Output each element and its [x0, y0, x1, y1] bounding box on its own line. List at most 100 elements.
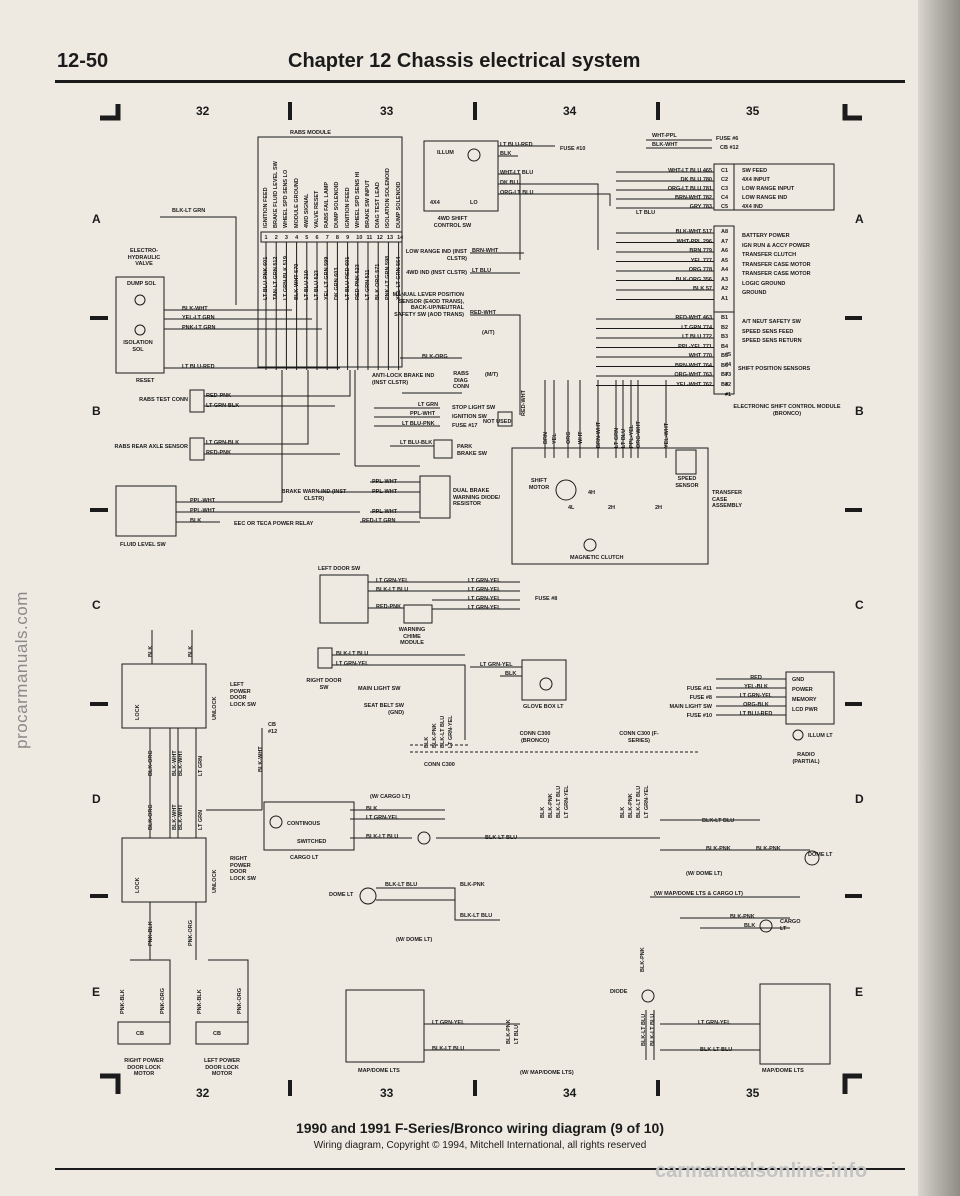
dome-wire-3: BLK-LT BLU	[460, 913, 493, 919]
c-pin-3: C3	[721, 186, 729, 192]
cargo-wire-2: LT GRN-YEL	[366, 815, 399, 821]
c300-wires-4: LT GRN-YEL	[448, 715, 454, 748]
axle-wire-2: RED-PNK	[206, 450, 232, 456]
rabs-wire-12: BLK-ORG 571	[375, 263, 382, 300]
right-door-sw-label: RIGHT DOOR SW	[306, 678, 342, 691]
a-pin-1: A8	[721, 229, 729, 235]
right-power-door-lock-sw-label: RIGHT POWER DOOR LOCK SW	[230, 856, 256, 882]
rabs-function-2: BRAKE FLUID LEVEL SW	[273, 161, 280, 228]
r-dome-lt-label: DOME LT	[808, 852, 833, 858]
dual-wire-1: PPL-WHT	[372, 479, 398, 485]
right-door-sw-box	[317, 647, 333, 669]
unlock-label-left: UNLOCK	[212, 696, 218, 720]
shift-wire-1: LT BLU-RED	[500, 142, 533, 148]
valve-wire-2: YEL-LT GRN	[182, 315, 215, 321]
rabs-wire-4: BLK-WHT 570	[293, 263, 300, 300]
rdoor-wire-1: BLK-LT BLU	[336, 651, 369, 657]
rabs-function-13: ISOLATION SOLENOID	[385, 168, 392, 228]
a-wire-4: YEL 777	[690, 257, 712, 264]
blk-wht-vertical: BLK-WHT	[258, 746, 264, 772]
rabs-function-8: DUMP SOLENOID	[334, 181, 341, 228]
c300-wires-3: BLK-LT BLU	[440, 715, 446, 748]
r-dome-wire-2: BLK-PNK	[756, 846, 781, 852]
unlock-label-right: UNLOCK	[212, 869, 218, 893]
zone-b-right: B	[855, 404, 864, 418]
glove-wire-1: LT GRN-YEL	[480, 662, 513, 668]
reset-wire: LT BLU-RED	[182, 364, 215, 370]
b-wire-1: RED-WHT 463	[675, 315, 712, 321]
4h-label: 4H	[588, 490, 596, 496]
r-blk-lt-blu-wire: BLK-LT BLU	[702, 818, 735, 824]
manual-lever-sensor-label: MANUAL LEVER POSITION SENSOR (E4OD TRANS…	[392, 292, 464, 318]
c-wire-3: ORG-LT BLU 781	[667, 186, 712, 192]
cargo-diode	[417, 831, 431, 845]
rabs-wire-3: LT GRN-BLK 519	[283, 256, 290, 300]
b-connector	[713, 311, 735, 395]
r-cargo-wire-1: BLK-PNK	[730, 914, 755, 920]
map-wire-1: LT GRN-YEL	[432, 1020, 465, 1026]
door-wire-lines	[368, 581, 520, 610]
lock-top-wire-1: BLK	[148, 645, 154, 657]
fseries-wires-3: BLK-LT BLU	[636, 785, 642, 818]
r-cargo-wire-2: BLK	[744, 923, 756, 929]
lock-top-wire-2: BLK	[188, 645, 194, 657]
dome-lt-bulb	[359, 887, 377, 905]
b-pin-1: B1	[721, 315, 729, 321]
rabs-wire-1: LT BLU-PNK 601	[263, 256, 269, 300]
cargo-lt-bulb	[269, 815, 283, 829]
cb-12-label: CB #12	[720, 145, 739, 151]
rabs-pin-12: 12	[376, 235, 383, 241]
dump-sol-coil	[134, 294, 146, 306]
b-wire-3: LT BLU 772	[682, 334, 712, 340]
tc-wire-6: LT GRN	[614, 427, 620, 448]
c-wire-2: DK BLU 780	[680, 177, 712, 183]
cargo-lt-box	[263, 801, 355, 851]
r-cargo-lt-label: CARGO LT	[780, 919, 801, 932]
stop-wire-3: LT BLU-PNK	[402, 421, 435, 427]
door-out-2: LT GRN-YEL	[468, 587, 501, 593]
mt-label: (M/T)	[485, 372, 499, 378]
fluid-wire-3: BLK	[190, 518, 202, 524]
lever-wire: RED-WHT	[470, 310, 496, 316]
lock-label-right: LOCK	[135, 877, 141, 893]
left-map-lines	[424, 1023, 520, 1051]
left-power-door-lock-motor-label: LEFT POWER DOOR LOCK MOTOR	[203, 1058, 241, 1077]
b-func-3: SPEED SENS RETURN	[742, 338, 802, 344]
zone-a-left: A	[92, 212, 101, 226]
cargo-opt-label: (W/ CARGO LT)	[370, 794, 411, 800]
rabs-function-5: 4WD SIGNAL	[303, 193, 310, 228]
seat-belt-sw-label: SEAT BELT SW (GND)	[363, 703, 404, 716]
dual-wire-3: PPL-WHT	[372, 509, 398, 515]
warning-chime-module-label: WARNING CHIME MODULE	[398, 627, 426, 646]
zone-a-right: A	[855, 212, 864, 226]
c-func-3: LOW RANGE INPUT	[742, 186, 795, 192]
chime-module-box	[403, 604, 433, 624]
c-wire-1: WHT-LT BLU 465	[668, 168, 712, 174]
c-function-box	[733, 163, 835, 211]
fluid-wire-2: PPL-WHT	[190, 508, 216, 514]
2h-b-label: 2H	[655, 505, 663, 511]
lock-label-left: LOCK	[135, 704, 141, 720]
rabs-wire-5: LT BLU 210	[303, 270, 310, 300]
b-pin-4: B4	[721, 343, 729, 350]
radio-box	[785, 671, 835, 725]
cargo-wire-1: BLK	[366, 806, 378, 812]
antilock-brake-ind-label: ANTI-LOCK BRAKE IND (INST CLSTR)	[372, 373, 435, 386]
mid2-wire-3: BLK-WHT	[178, 804, 184, 830]
c-func-4: LOW RANGE IND	[742, 195, 788, 201]
diode-symbol	[641, 989, 655, 1003]
magnetic-clutch-label: MAGNETIC CLUTCH	[570, 555, 624, 561]
b-wire-5: WHT 770	[688, 353, 712, 359]
isolation-sol-label: ISOLATION SOL	[123, 340, 153, 353]
grid-bottom-34: 34	[563, 1086, 577, 1100]
axle-wire-1: LT GRN-BLK	[206, 440, 240, 446]
illum-label: ILLUM	[437, 150, 454, 156]
rabs-pin-strip	[260, 231, 403, 243]
conn-c300-fseries-label: CONN C300 (F-SERIES)	[619, 731, 659, 744]
rabs-module-title: RABS MODULE	[290, 130, 331, 136]
park-route	[354, 370, 434, 467]
rabs-test-conn-label: RABS TEST CONN	[139, 397, 188, 403]
c-wire-5: GRY 783	[689, 204, 712, 210]
rabs-rear-axle-sensor-label: RABS REAR AXLE SENSOR	[114, 444, 188, 450]
a-func-4: TRANSFER CASE MOTOR	[742, 261, 811, 268]
